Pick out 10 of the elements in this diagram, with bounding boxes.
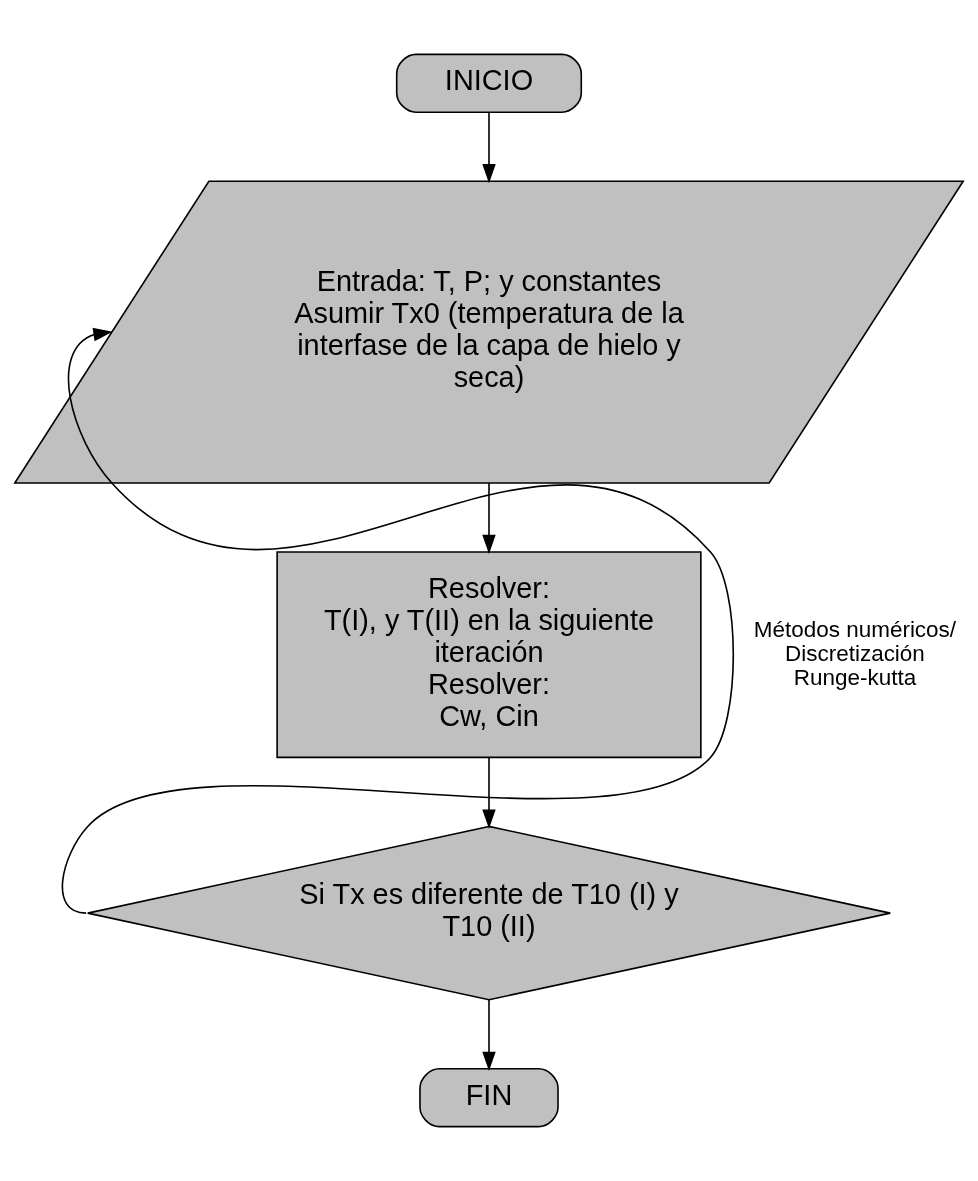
node-label: Métodos numéricos/ Discretización Runge-kutta: [753, 616, 957, 690]
node-box: INICIO: [395, 53, 583, 113]
arrow: [61, 327, 735, 914]
node-box: FIN: [419, 1068, 559, 1128]
node-box: Resolver: T(I), y T(II) en la siguiente iteración Resolver: Cw, Cin: [276, 551, 702, 759]
arrow: [482, 757, 496, 829]
arrow: [482, 482, 496, 555]
node-diamond: Si Tx es diferente de T10 (I) y T10 (II): [86, 825, 892, 1001]
arrow: [482, 111, 496, 184]
arrow: [482, 999, 496, 1072]
